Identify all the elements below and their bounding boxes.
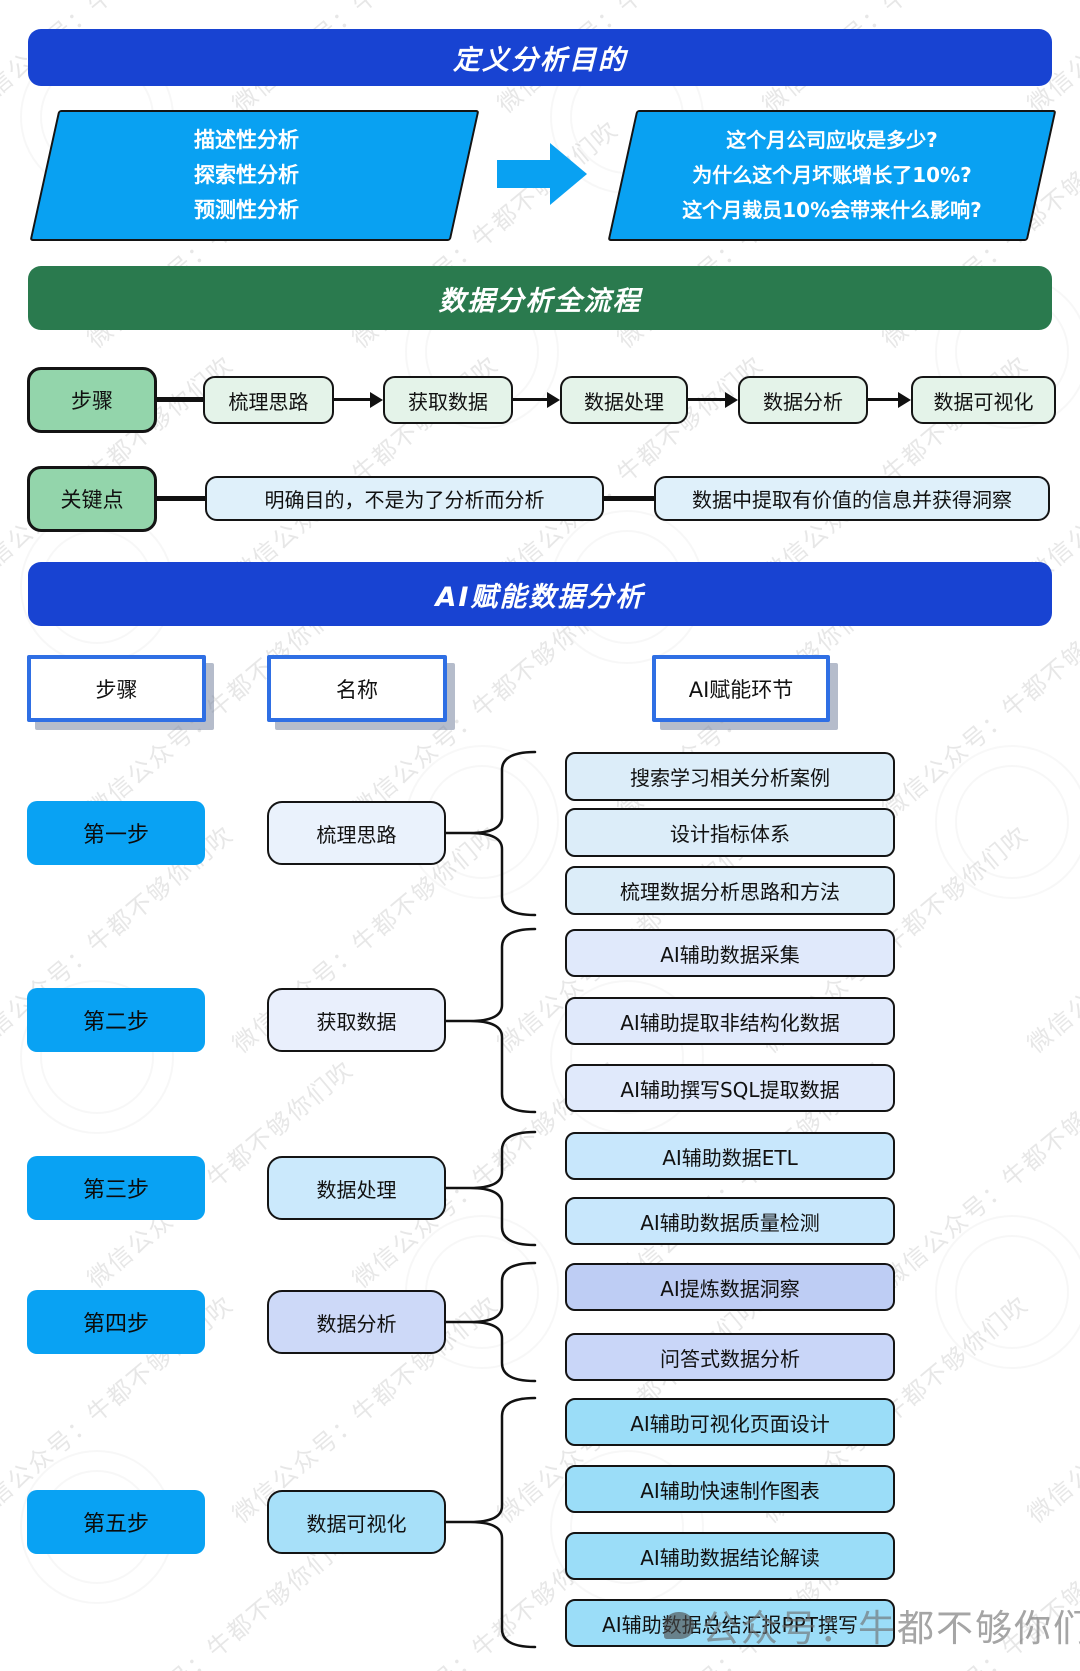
connector-arrow-line xyxy=(868,398,899,401)
step-name-box: 获取数据 xyxy=(267,988,446,1052)
arrowhead-icon xyxy=(725,392,738,408)
ai-stage-item: 搜索学习相关分析案例 xyxy=(565,752,895,801)
connector-line xyxy=(157,397,203,402)
flow-step-box: 数据可视化 xyxy=(911,376,1056,424)
column-header-ai-stage: AI赋能环节 xyxy=(652,655,830,722)
analysis-type-line: 探索性分析 xyxy=(194,163,299,187)
step-name-box: 数据处理 xyxy=(267,1156,446,1220)
connector-arrow-line xyxy=(513,398,549,401)
brace-connector xyxy=(444,1261,537,1383)
right-block-arrow-icon xyxy=(497,160,550,188)
banner-ai-empowered-analysis: AI赋能数据分析 xyxy=(28,562,1052,626)
flow-step-box: 梳理思路 xyxy=(203,376,334,424)
ai-stage-item: AI辅助数据质量检测 xyxy=(565,1197,895,1245)
flow-step-box: 数据处理 xyxy=(560,376,688,424)
analysis-type-line: 预测性分析 xyxy=(194,198,299,222)
step-badge: 第二步 xyxy=(27,988,205,1052)
step-badge: 第四步 xyxy=(27,1290,205,1354)
column-header-step: 步骤 xyxy=(27,655,206,722)
step-name-box: 梳理思路 xyxy=(267,801,446,865)
arrowhead-icon xyxy=(898,392,911,408)
column-header-name: 名称 xyxy=(267,655,447,722)
account-watermark-text: 公众号：牛都不够你们吹 xyxy=(702,1607,1080,1650)
business-question-line: 为什么这个月坏账增长了10%? xyxy=(692,163,972,187)
ai-stage-item: AI提炼数据洞察 xyxy=(565,1263,895,1311)
right-block-arrow-icon xyxy=(550,143,587,205)
business-question-line: 这个月公司应收是多少? xyxy=(726,128,938,152)
analysis-type-line: 描述性分析 xyxy=(194,128,299,152)
watermark-tile-text: 微信公众号：牛都不够你们吹 xyxy=(1022,1290,1080,1529)
ai-stage-item: AI辅助数据结论解读 xyxy=(565,1532,895,1580)
watermark-tile-text: 微信公众号：牛都不够你们吹 xyxy=(1022,820,1080,1059)
ai-stage-item: 梳理数据分析思路和方法 xyxy=(565,866,895,915)
banner-full-analysis-process: 数据分析全流程 xyxy=(28,266,1052,330)
account-watermark: 公众号：牛都不够你们吹 xyxy=(664,1598,1080,1652)
step-badge: 第三步 xyxy=(27,1156,205,1220)
connector-arrow-line xyxy=(688,398,726,401)
brace-connector xyxy=(444,750,537,917)
flow-step-box: 获取数据 xyxy=(383,376,513,424)
banner-define-analysis-purpose: 定义分析目的 xyxy=(28,29,1052,86)
flow-step-box: 数据分析 xyxy=(738,376,868,424)
watermark-ring-logo xyxy=(935,745,1080,899)
keypoints-row-label: 关键点 xyxy=(27,466,157,532)
connector-line xyxy=(604,496,654,501)
business-questions-parallelogram: 这个月公司应收是多少? 为什么这个月坏账增长了10%? 这个月裁员10%会带来什… xyxy=(607,110,1057,241)
ai-stage-item: AI辅助提取非结构化数据 xyxy=(565,997,895,1045)
connector-line xyxy=(157,496,205,501)
watermark-ring-logo xyxy=(935,1215,1080,1369)
ai-stage-item: AI辅助数据采集 xyxy=(565,929,895,977)
arrowhead-icon xyxy=(547,392,560,408)
step-badge: 第五步 xyxy=(27,1490,205,1554)
ai-stage-item: 设计指标体系 xyxy=(565,808,895,857)
ai-stage-item: AI辅助数据ETL xyxy=(565,1132,895,1180)
arrowhead-icon xyxy=(370,392,383,408)
step-badge: 第一步 xyxy=(27,801,205,865)
brace-connector xyxy=(444,1130,537,1247)
ai-stage-item: AI辅助快速制作图表 xyxy=(565,1465,895,1513)
brace-connector xyxy=(444,927,537,1114)
analysis-types-parallelogram: 描述性分析 探索性分析 预测性分析 xyxy=(29,110,480,241)
wechat-bubble-icon xyxy=(664,1611,694,1639)
steps-row-label: 步骤 xyxy=(27,367,157,433)
ai-stage-item: AI辅助撰写SQL提取数据 xyxy=(565,1064,895,1112)
keypoint-box: 数据中提取有价值的信息并获得洞察 xyxy=(654,476,1050,521)
ai-stage-item: AI辅助数据总结汇报PPT撰写 xyxy=(565,1599,895,1647)
connector-arrow-line xyxy=(334,398,372,401)
step-name-box: 数据可视化 xyxy=(267,1490,446,1554)
step-name-box: 数据分析 xyxy=(267,1290,446,1354)
watermark-tile-text: 微信公众号：牛都不够你们吹 xyxy=(877,1055,1080,1294)
brace-connector xyxy=(444,1396,537,1649)
ai-stage-item: AI辅助可视化页面设计 xyxy=(565,1398,895,1446)
ai-stage-item: 问答式数据分析 xyxy=(565,1333,895,1381)
keypoint-box: 明确目的，不是为了分析而分析 xyxy=(205,476,604,521)
business-question-line: 这个月裁员10%会带来什么影响? xyxy=(682,198,982,222)
